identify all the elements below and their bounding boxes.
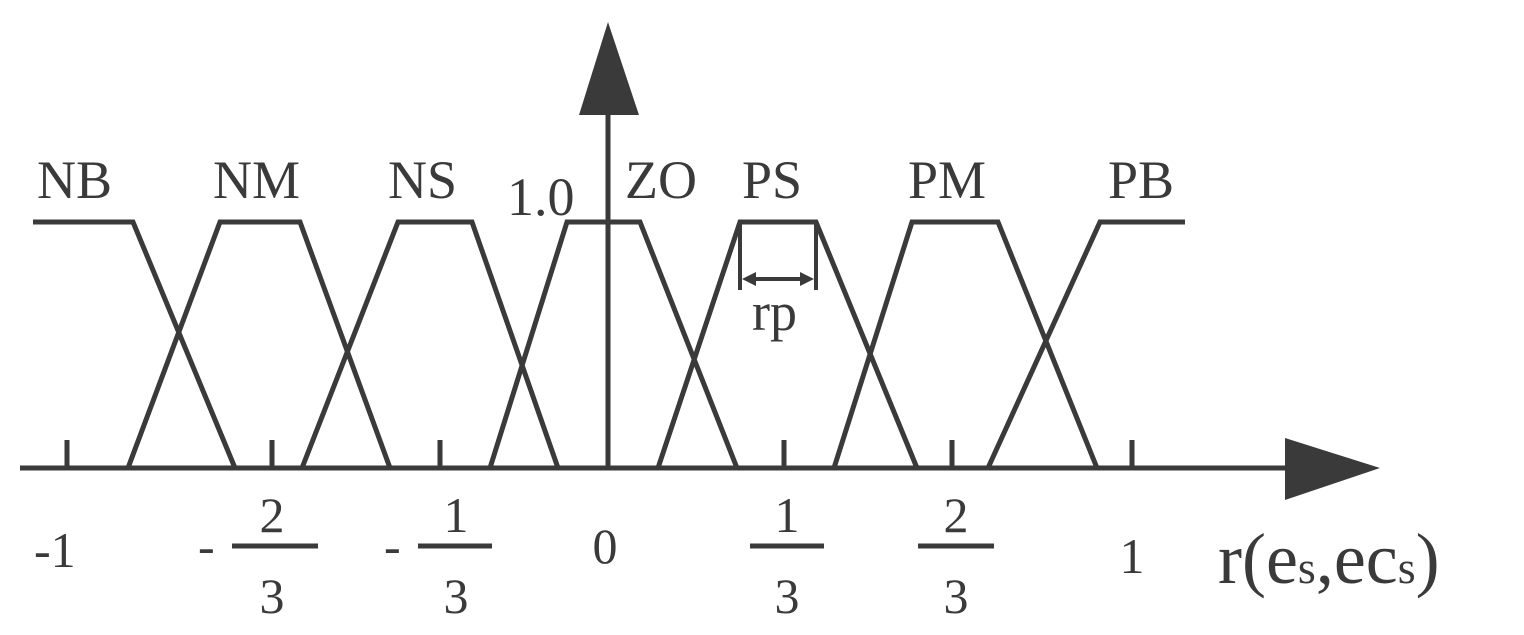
tick-label-minus-two-thirds-sign: - [198,518,215,574]
tick-label-zero: 0 [593,518,618,574]
peak-value-label: 1.0 [507,167,575,227]
membership-zo [487,219,740,469]
tick-label-minus-two-thirds-num: 2 [260,487,285,543]
set-label-ns: NS [388,150,457,210]
axis-label-close: ) [1416,519,1440,599]
set-label-pm: PM [908,150,986,210]
set-label-nm: NM [213,150,300,210]
membership-pm [831,219,1100,469]
tick-labels: -1 - 2 3 - 1 3 0 1 3 2 3 1 [34,487,1145,624]
tick-label-minus-one-third-den: 3 [444,568,469,624]
membership-functions [33,219,1185,470]
rp-left-arrowhead [742,272,756,286]
set-labels: NB NM NS ZO PS PM PB [37,150,1174,210]
rp-width-marker [738,222,818,290]
set-label-pb: PB [1108,150,1174,210]
tick-label-minus-one-third-num: 1 [444,487,469,543]
membership-pb [985,219,1185,470]
tick-label-minus-one-third-sign: - [384,518,401,574]
y-axis-arrowhead [579,22,639,115]
tick-label-two-thirds-den: 3 [944,568,969,624]
membership-ns [299,219,561,469]
axis-label-ec: ,ec [1316,519,1398,599]
membership-nm [125,219,393,469]
set-label-nb: NB [37,150,112,210]
tick-label-minus-one: -1 [34,522,76,578]
tick-label-minus-two-thirds-den: 3 [260,568,285,624]
membership-ps [655,219,920,469]
tick-label-one-third-den: 3 [775,568,800,624]
set-label-zo: ZO [625,150,697,210]
x-axis-arrowhead [1285,438,1380,500]
axis-label-subscript: s [1398,542,1416,593]
x-axis-ticks [64,440,1135,468]
axis-label-e: e [1266,519,1298,599]
rp-right-arrowhead [800,272,814,286]
membership-nb [33,219,238,469]
axis-label-subscript: s [1298,542,1316,593]
x-axis-label: r(es,ecs) [1218,519,1440,599]
rp-label: rp [752,282,797,342]
set-label-ps: PS [742,150,802,210]
tick-label-two-thirds-num: 2 [944,487,969,543]
axis-label-r: r( [1218,519,1266,599]
tick-label-one-third-num: 1 [775,487,800,543]
tick-label-one: 1 [1120,528,1145,584]
